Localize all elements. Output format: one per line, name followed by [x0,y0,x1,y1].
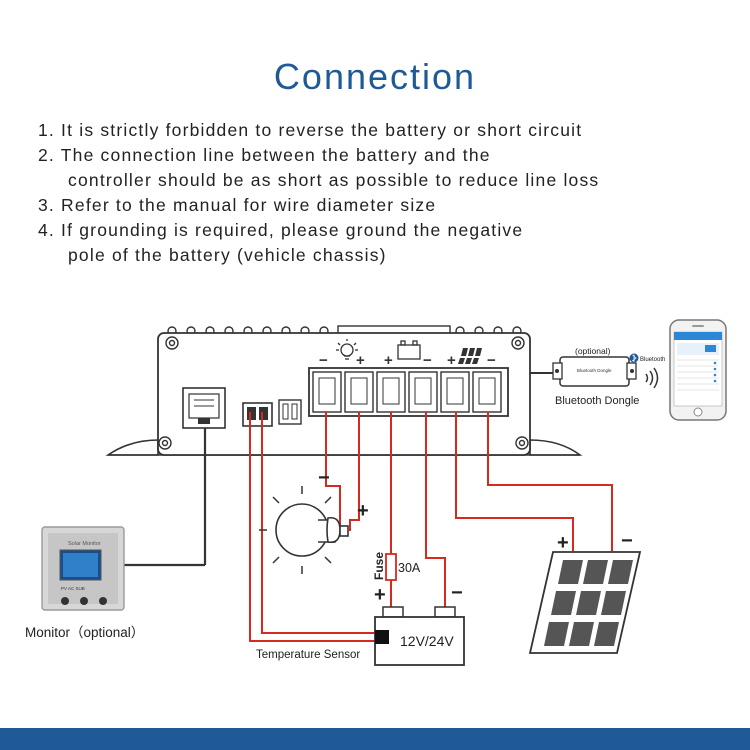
bluetooth-dongle [552,356,637,387]
red-wires [249,412,613,642]
dongle-body-text: Bluetooth Dongle [577,368,612,373]
load-lamp-icon [336,339,358,360]
fuse-label: Fuse [372,552,386,580]
pv-positive-sign: + [447,352,456,369]
panel-negative-label: − [621,530,633,552]
lamp-negative-sign: − [318,467,330,489]
smartphone [669,319,727,421]
footer-bar [0,728,750,750]
fuse-rating: 30A [398,561,421,575]
terminal-block [308,367,509,417]
note-item: controller should be as short as possibl… [68,170,600,190]
instruction-list: 1. It is strictly forbidden to reverse t… [38,118,728,268]
bluetooth-icon [629,353,639,363]
note-item: pole of the battery (vehicle chassis) [68,245,387,265]
note-item: 2. The connection line between the batte… [38,145,491,165]
lamp-load [259,486,349,574]
lamp-positive-sign: + [357,500,369,522]
battery-voltage: 12V/24V [400,633,454,649]
page-title: Connection [273,56,477,97]
battery-icon [397,340,421,360]
battery-negative-sign: − [423,352,432,369]
battery [374,606,465,666]
monitor-screen-title: Solar Monitor [68,541,101,547]
pv-negative-sign: − [487,352,496,369]
solar-panel-icon [458,348,482,364]
wireless-signal-icon [645,367,659,389]
dongle-optional-tag: (optional) [575,346,611,356]
bluetooth-dongle-label: Bluetooth Dongle [555,395,639,407]
load-positive-sign: + [356,352,365,369]
monitor-key-labels: PV AC SUB [61,586,85,591]
monitor-label: Monitor（optional） [25,625,144,640]
battery-negative-label: − [451,582,463,604]
battery-positive-sign: + [384,352,393,369]
temperature-sensor-label: Temperature Sensor [256,649,360,661]
note-item: 4. If grounding is required, please grou… [38,220,524,240]
fuse [385,553,397,581]
solar-panel [528,551,642,654]
auxiliary-port [278,399,302,425]
load-negative-sign: − [319,352,328,369]
panel-positive-label: + [557,532,569,554]
bluetooth-word: Bluetooth [640,357,665,363]
charge-controller: − + + − + − [105,325,583,456]
rj45-port [182,387,226,429]
battery-positive-label: + [374,584,386,606]
note-item: 3. Refer to the manual for wire diameter… [38,195,437,215]
remote-monitor [41,526,125,611]
temperature-sensor-port [242,402,273,427]
note-item: 1. It is strictly forbidden to reverse t… [38,120,583,140]
